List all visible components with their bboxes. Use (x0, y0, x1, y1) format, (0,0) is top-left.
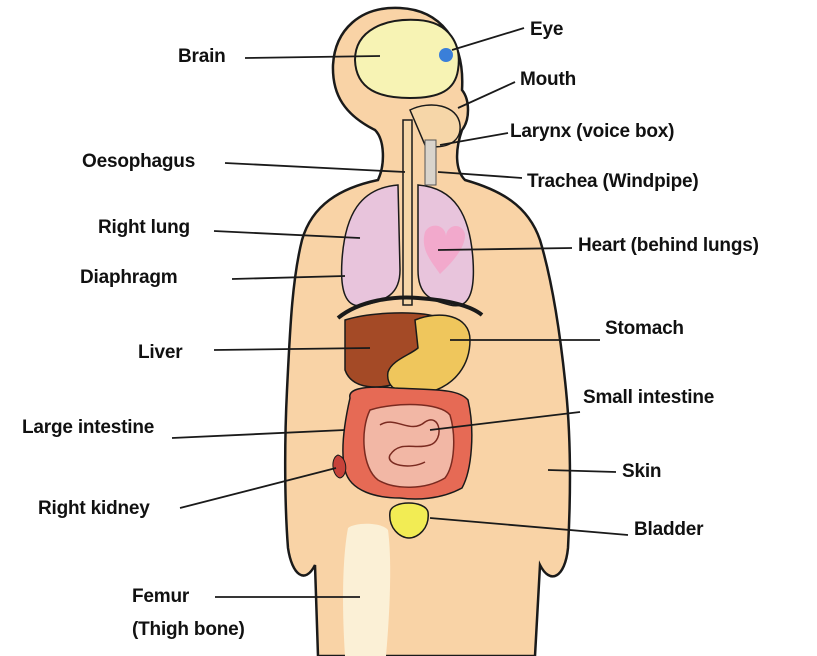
label-large-intestine: Large intestine (22, 418, 154, 437)
femur-shape (343, 524, 390, 656)
label-diaphragm: Diaphragm (80, 268, 177, 287)
label-femur-line2: (Thigh bone) (132, 620, 245, 639)
eye-dot (439, 48, 453, 62)
leader-mouth (458, 82, 515, 108)
label-liver: Liver (138, 343, 182, 362)
label-heart: Heart (behind lungs) (578, 236, 759, 255)
label-femur-line1: Femur (132, 587, 189, 606)
leader-oesophagus (225, 163, 405, 172)
label-trachea: Trachea (Windpipe) (527, 172, 698, 191)
label-small-intestine: Small intestine (583, 388, 714, 407)
leader-eye (452, 28, 524, 50)
label-oesophagus: Oesophagus (82, 152, 195, 171)
label-mouth: Mouth (520, 70, 576, 89)
label-stomach: Stomach (605, 319, 684, 338)
label-eye: Eye (530, 20, 563, 39)
label-right-lung: Right lung (98, 218, 190, 237)
oesophagus-tube (403, 120, 412, 305)
label-bladder: Bladder (634, 520, 703, 539)
label-skin: Skin (622, 462, 661, 481)
label-brain: Brain (178, 47, 226, 66)
label-larynx: Larynx (voice box) (510, 122, 674, 141)
trachea-tube (425, 140, 436, 185)
label-right-kidney: Right kidney (38, 499, 150, 518)
